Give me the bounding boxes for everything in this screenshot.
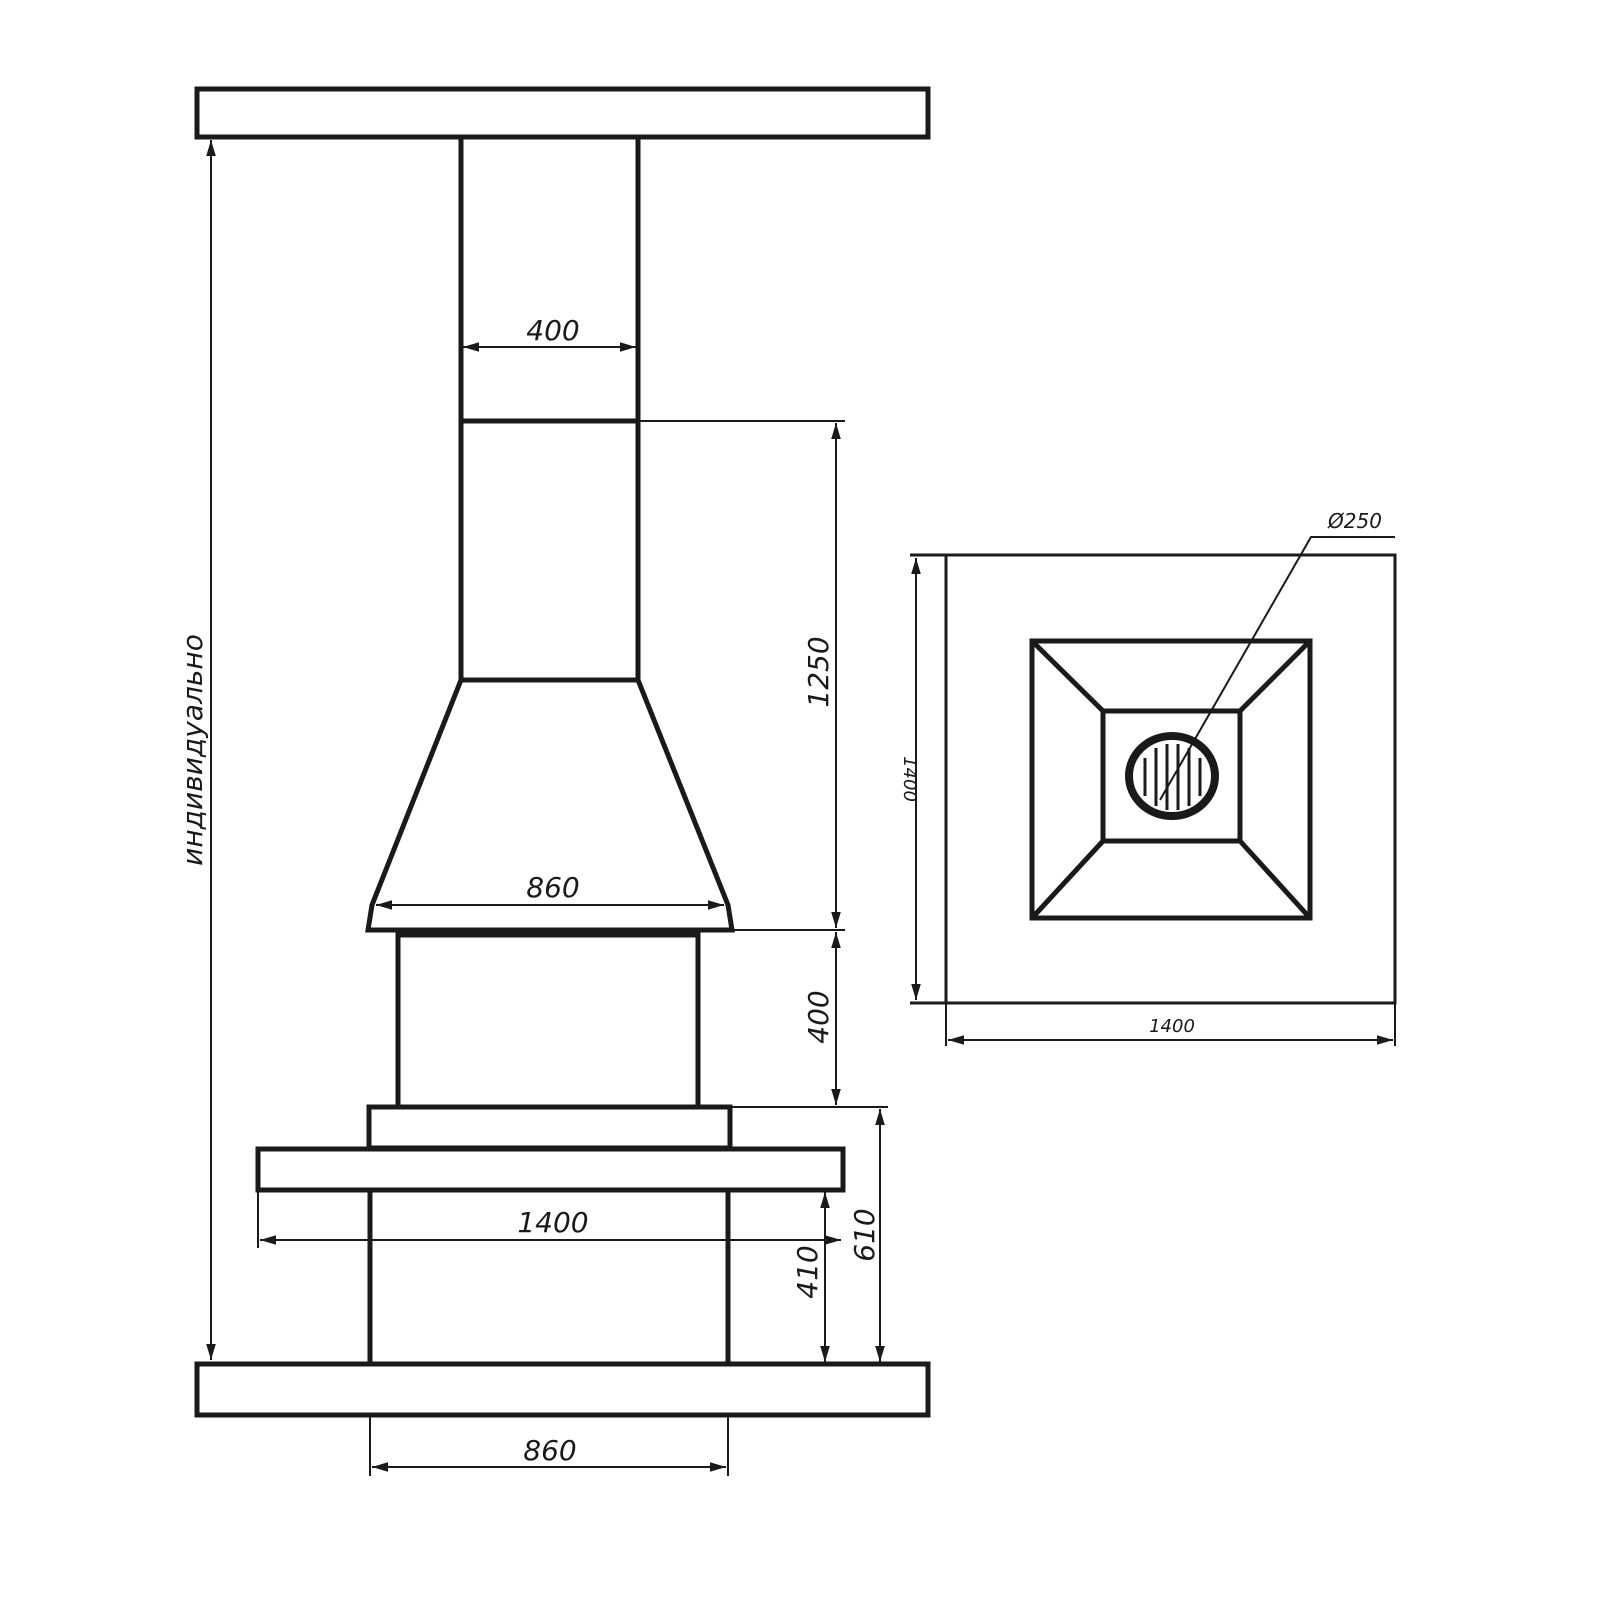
dim-hood-width: 860: [526, 871, 579, 904]
dim-height-label: индивидуально: [176, 634, 209, 866]
dim-plan-width: 1400: [1149, 1016, 1195, 1037]
dim-firebox-height: 400: [802, 990, 835, 1043]
firebox: [395, 932, 701, 1110]
dim-flue-diameter: Ø250: [1327, 509, 1382, 533]
ceiling-slab: [194, 86, 931, 140]
dim-pipe-width: 400: [526, 314, 579, 347]
base-top: [366, 1104, 733, 1151]
floor-slab: [194, 1361, 931, 1418]
dim-shelf-height: 410: [791, 1245, 824, 1298]
dim-base-height: 610: [848, 1208, 881, 1261]
dim-bottom-width: 860: [523, 1434, 576, 1467]
flue-grate-icon: [1125, 732, 1219, 820]
pedestal: [367, 1190, 731, 1364]
shelf-slab: [255, 1146, 846, 1193]
plan-view: Ø250 1400 1400: [899, 509, 1397, 1046]
dim-hood-height: 1250: [802, 636, 835, 707]
dim-plan-depth: 1400: [899, 756, 920, 802]
dim-shelf-width: 1400: [517, 1206, 588, 1239]
dimensions: индивидуально 400 1250 860 400 610 410 1…: [176, 140, 888, 1476]
chimney-pipe: [458, 137, 641, 680]
